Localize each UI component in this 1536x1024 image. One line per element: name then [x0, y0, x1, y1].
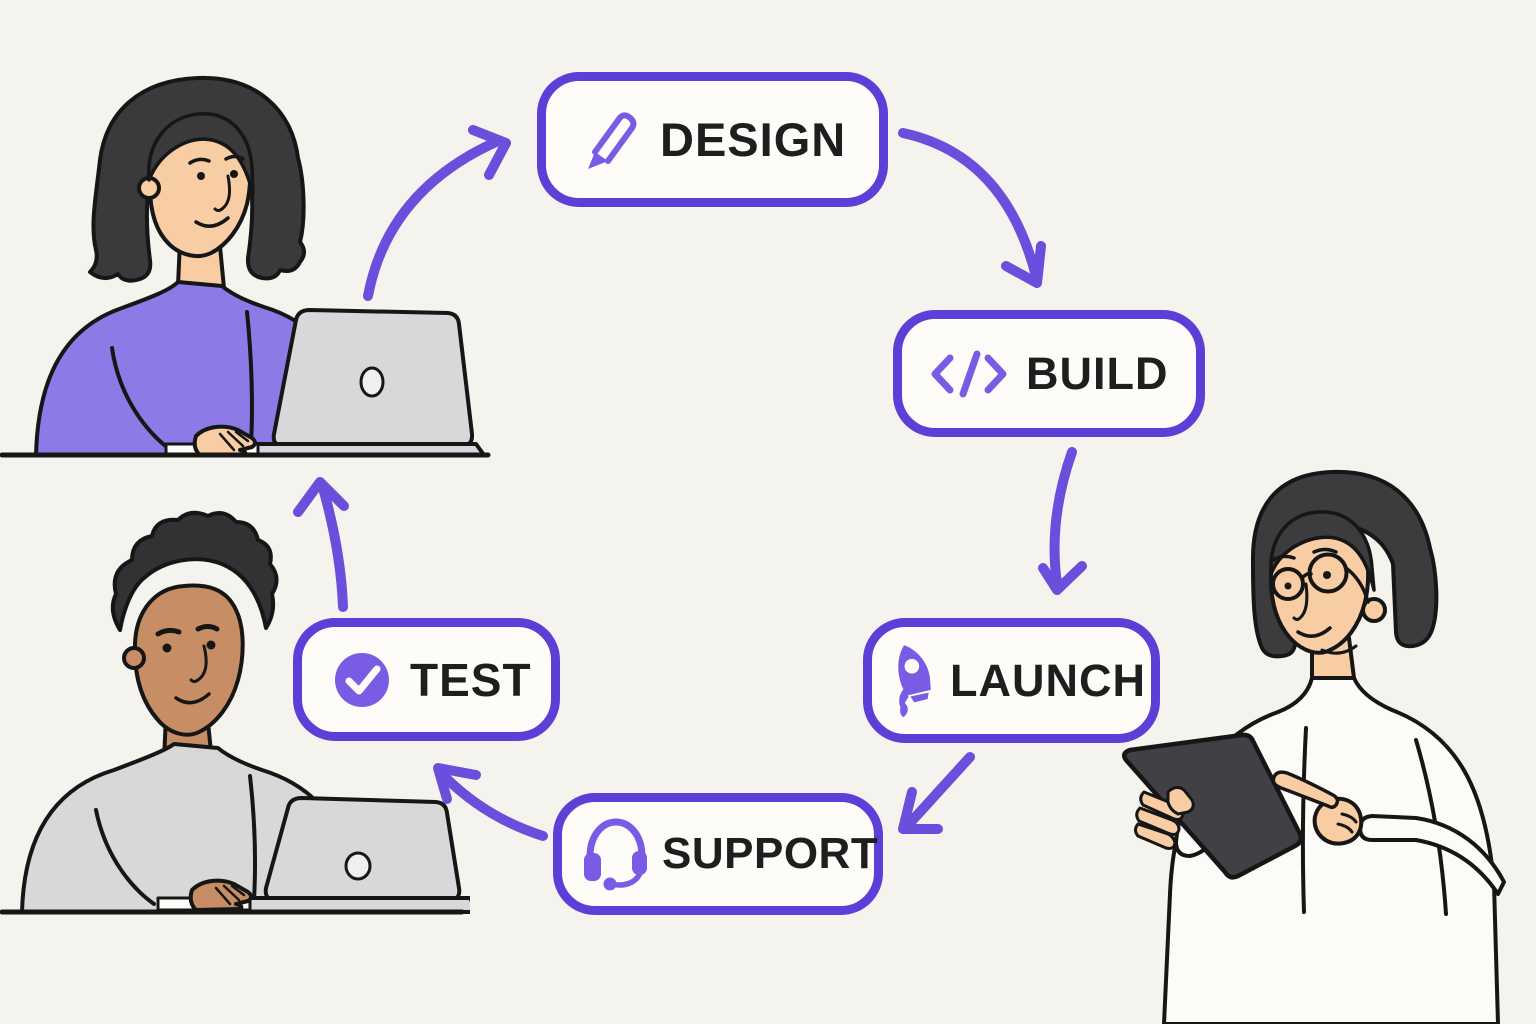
eyebrow — [188, 157, 211, 165]
right-palm — [1312, 796, 1364, 846]
eye — [1284, 582, 1292, 590]
eye — [162, 643, 172, 653]
tablet — [1121, 732, 1304, 880]
arrow-test-to-figure — [293, 477, 349, 612]
face — [132, 583, 245, 737]
eyebrow — [224, 154, 245, 161]
node-label-test: TEST — [410, 653, 532, 706]
eye — [197, 172, 205, 180]
eye — [230, 170, 238, 178]
left-hand-finger — [1134, 822, 1177, 850]
node-label-design: DESIGN — [660, 113, 847, 166]
mouth — [194, 216, 230, 228]
finger-lines — [214, 884, 246, 906]
eyebrow — [155, 627, 182, 637]
flow-node-support: SUPPORT — [553, 793, 883, 915]
mouth — [174, 692, 211, 705]
knuckle-lines — [1336, 812, 1358, 834]
shirt-fold — [1300, 726, 1308, 914]
arrow-support-to-test — [433, 763, 548, 841]
sleeve-fold — [248, 774, 257, 902]
check-circle-icon — [334, 652, 390, 708]
arrow-design-to-build — [898, 128, 1046, 288]
sleeve-fold — [245, 310, 254, 446]
left-thumb — [1166, 785, 1195, 816]
arrow-figure-to-design — [363, 125, 511, 301]
flow-node-build: BUILD — [893, 310, 1205, 437]
woman-purple-laptop-figure — [0, 75, 491, 458]
woman-glasses-tablet-figure — [1121, 469, 1506, 1024]
code-icon — [930, 348, 1008, 400]
ear — [122, 646, 146, 670]
pencil-icon — [578, 107, 638, 173]
flow-node-design: DESIGN — [537, 72, 888, 207]
node-label-support: SUPPORT — [662, 829, 879, 878]
eyebrow — [195, 624, 220, 632]
hair-fringe — [147, 112, 255, 196]
eyebrow — [1312, 547, 1338, 554]
eye — [206, 640, 216, 650]
arrow-launch-to-support — [898, 752, 975, 834]
nose — [1292, 582, 1309, 621]
rocket-icon — [888, 642, 938, 720]
finger-lines — [218, 430, 250, 452]
man-gray-laptop-figure — [0, 510, 470, 915]
left-hand-finger — [1135, 806, 1181, 836]
glasses-left-lens — [1271, 567, 1305, 601]
laptop-logo — [344, 851, 372, 881]
sleeve-fold — [110, 346, 170, 450]
glasses-temple — [1344, 566, 1370, 604]
glasses-bridge — [1300, 571, 1313, 580]
hair-fringe — [1269, 510, 1376, 592]
laptop-logo — [359, 366, 385, 398]
flow-node-launch: LAUNCH — [863, 618, 1160, 743]
mouth — [1296, 626, 1332, 638]
hair-curly — [110, 510, 279, 632]
chin-shadow — [1320, 644, 1358, 655]
headset-icon — [582, 817, 650, 891]
node-label-launch: LAUNCH — [950, 654, 1146, 706]
eyebrow — [1271, 554, 1296, 562]
node-label-build: BUILD — [1026, 347, 1169, 399]
arrow-build-to-launch — [1038, 447, 1087, 595]
pointing-finger — [1271, 770, 1340, 810]
nose — [213, 174, 232, 212]
flow-node-test: TEST — [293, 618, 560, 741]
nose — [189, 644, 208, 683]
eye — [1323, 571, 1331, 579]
sleeve-fold — [94, 808, 156, 906]
